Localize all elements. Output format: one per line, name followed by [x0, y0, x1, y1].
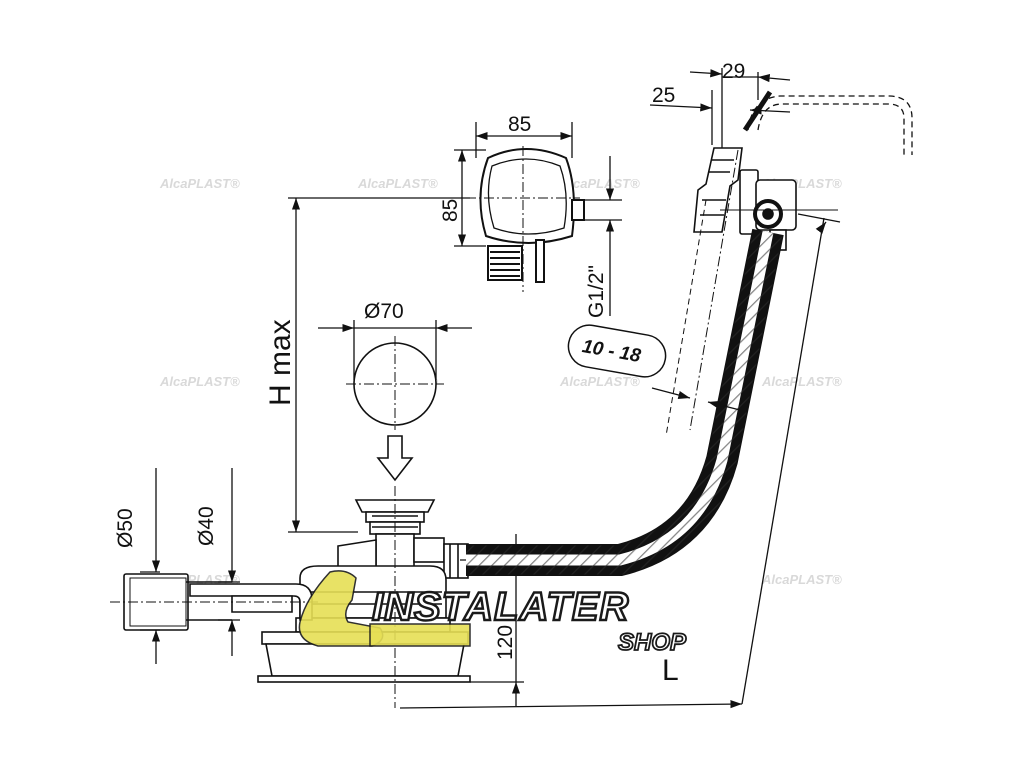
dim-85-width-label: 85	[508, 113, 531, 136]
hose-inner-ribs	[466, 230, 774, 566]
dim-hmax-label: H max	[264, 319, 297, 406]
insert-arrow-icon	[376, 435, 414, 482]
hose-dashed-limit	[665, 199, 707, 437]
dim-g12-label: G1/2"	[585, 265, 608, 318]
watermark: AlcaPLAST®	[357, 176, 438, 191]
fitting-axis	[466, 146, 580, 292]
hose-corrugation	[466, 229, 783, 575]
pipe-stub	[742, 90, 773, 132]
dim-40-label: Ø40	[195, 506, 218, 546]
dim-l-group	[399, 213, 841, 709]
watermark: AlcaPLAST®	[761, 572, 842, 587]
range-callout: 10 - 18	[567, 324, 741, 411]
watermark: AlcaPLAST®	[559, 374, 640, 389]
dashed-pipe	[747, 95, 913, 155]
dim-l-label: L	[662, 654, 679, 687]
dim-70-label: Ø70	[364, 300, 404, 323]
installer-shop-logo: INSTALATER SHOP	[298, 570, 688, 657]
dim-70-group	[318, 320, 472, 380]
dim-120-label: 120	[494, 625, 517, 660]
dim-85-height-label: 85	[439, 199, 462, 222]
logo-word-shop: SHOP	[618, 629, 687, 656]
dim-g12-group	[584, 156, 622, 316]
dim-85-width-group	[475, 122, 573, 158]
watermark: AlcaPLAST®	[761, 374, 842, 389]
dim-29-label: 29	[722, 60, 745, 83]
logo-word-installer: INSTALATER	[372, 585, 629, 629]
dim-25-label: 25	[652, 84, 675, 107]
logo-accent-bar	[369, 623, 471, 647]
cap-axis	[346, 336, 444, 430]
dim-50-group	[140, 468, 161, 664]
fitting-head	[479, 148, 585, 283]
dim-29-25-group	[649, 68, 791, 150]
watermark: AlcaPLAST®	[159, 176, 240, 191]
dim-hmax-group	[288, 197, 470, 533]
overflow-unit	[693, 147, 797, 251]
watermark: AlcaPLAST®	[159, 374, 240, 389]
dim-50-label: Ø50	[114, 508, 137, 548]
dim-40-group	[218, 468, 240, 656]
drain-axis	[110, 486, 396, 708]
overflow-axis-lines	[689, 149, 838, 431]
watermark: AlcaPLAST®	[559, 176, 640, 191]
